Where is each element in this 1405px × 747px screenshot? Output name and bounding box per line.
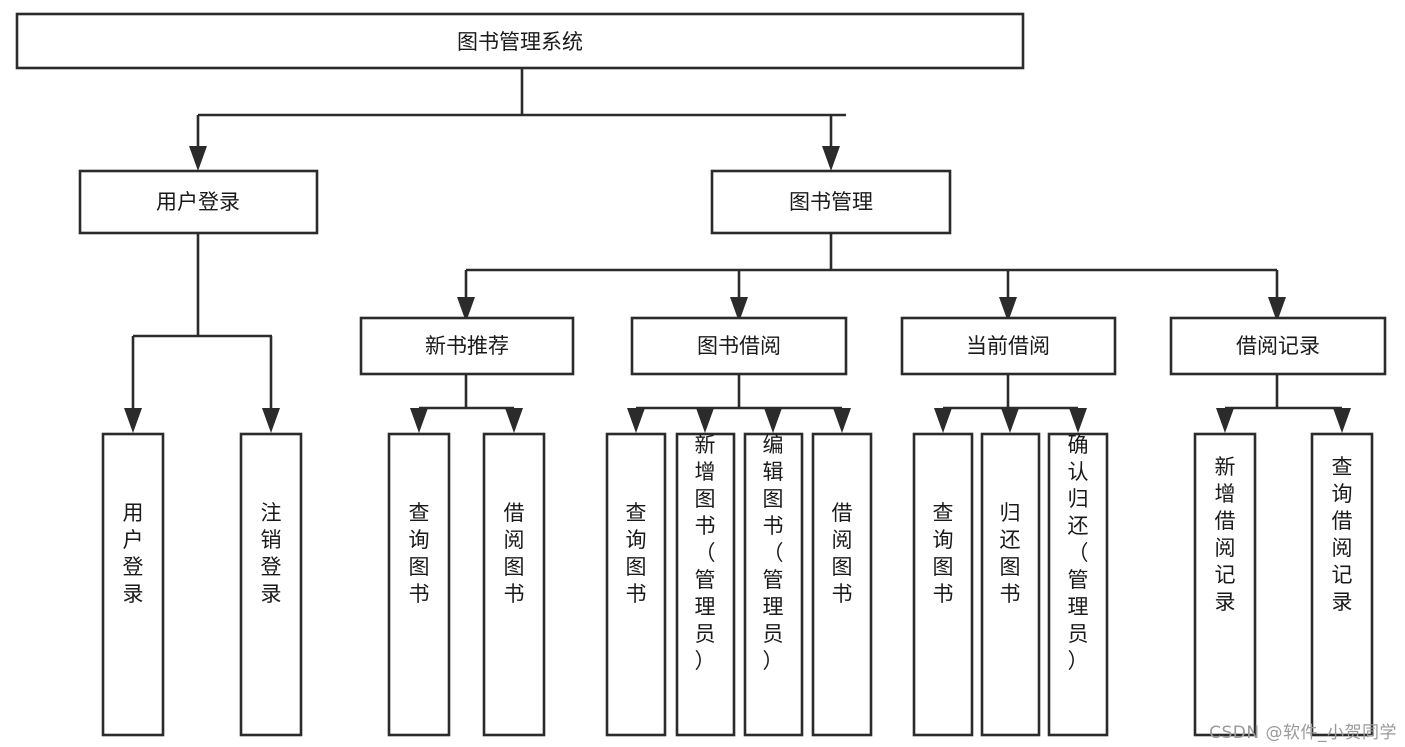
arrow-current-borrow-leaf2 [1001,408,1019,433]
arrow-book-manage-to-book-borrow [730,297,748,322]
arrow-new-book-leaf1 [410,408,428,433]
leaf-book-borrow-2-label: 编辑图书（管理员） [763,433,784,673]
node-new-book-recommend-box[interactable] [359,316,575,376]
node-new-book-recommend[interactable]: 新书推荐 [359,316,575,376]
connector-group-current-borrow [934,374,1087,433]
leaf-current-borrow-2-label: 确认归还（管理员） [1068,433,1089,673]
leaf-user-login-1-label: 注销登录 [261,501,282,606]
arrow-borrow-record-leaf2 [1333,408,1351,433]
leaf-book-borrow-3-box[interactable] [811,432,873,737]
leaf-current-borrow-2-box[interactable] [1047,432,1109,737]
leaf-user-login-0-box[interactable] [101,432,165,737]
leaf-book-borrow-2[interactable]: 编辑图书（管理员） [743,432,804,737]
node-book-manage[interactable]: 图书管理 [710,169,952,235]
arrow-book-borrow-leaf2 [696,408,714,433]
node-current-borrow[interactable]: 当前借阅 [900,316,1117,376]
node-current-borrow-box[interactable] [900,316,1117,376]
leaf-book-borrow-0-box[interactable] [605,432,667,737]
connector-group-root [189,68,846,171]
connector-group-book-borrow [627,374,851,433]
connector-group-new-book [410,374,523,433]
leaf-borrow-record-0-label: 新增借阅记录 [1215,455,1236,614]
leaf-current-borrow-2[interactable]: 确认归还（管理员） [1047,432,1109,737]
leaf-new-book-1[interactable]: 借阅图书 [482,432,546,737]
arrow-book-manage-to-current-borrow [999,297,1017,322]
arrow-root-to-user-login [189,146,207,171]
arrow-root-to-book-manage [822,146,840,171]
leaf-user-login-1-box[interactable] [239,432,303,737]
node-borrow-record[interactable]: 借阅记录 [1169,316,1387,376]
arrow-book-borrow-leaf1 [627,408,645,433]
leaf-new-book-0[interactable]: 查询图书 [387,432,451,737]
arrow-book-manage-to-new-book [457,297,475,322]
arrow-user-login-leaf2 [262,408,280,433]
leaf-book-borrow-0[interactable]: 查询图书 [605,432,667,737]
leaf-new-book-0-box[interactable] [387,432,451,737]
leaf-new-book-1-box[interactable] [482,432,546,737]
leaf-borrow-record-1-label: 查询借阅记录 [1332,455,1353,614]
leaf-book-borrow-3[interactable]: 借阅图书 [811,432,873,737]
leaf-book-borrow-0-label: 查询图书 [626,501,647,606]
leaf-book-borrow-1[interactable]: 新增图书（管理员） [675,432,736,737]
leaf-book-borrow-1-label: 新增图书（管理员） [695,433,716,673]
arrow-new-book-leaf2 [505,408,523,433]
node-new-book-recommend-label: 新书推荐 [425,334,509,358]
arrow-user-login-leaf1 [124,408,142,433]
leaf-new-book-0-label: 查询图书 [409,501,430,606]
node-borrow-record-box[interactable] [1169,316,1387,376]
node-borrow-record-label: 借阅记录 [1236,334,1320,358]
arrow-current-borrow-leaf1 [934,408,952,433]
node-root-system[interactable]: 图书管理系统 [15,12,1025,70]
leaf-borrow-record-1[interactable]: 查询借阅记录 [1310,432,1374,737]
node-user-login[interactable]: 用户登录 [78,169,319,235]
leaf-new-book-1-label: 借阅图书 [504,501,525,606]
leaf-current-borrow-0[interactable]: 查询图书 [912,432,974,737]
node-root-system-box[interactable] [15,12,1025,70]
leaf-borrow-record-0-box[interactable] [1193,432,1257,737]
arrow-book-borrow-leaf3 [764,408,782,433]
leaf-current-borrow-0-label: 查询图书 [933,501,954,606]
node-user-login-box[interactable] [78,169,319,235]
leaf-current-borrow-1[interactable]: 归还图书 [980,432,1041,737]
leaf-book-borrow-3-label: 借阅图书 [832,501,853,606]
csdn-watermark: CSDN @软件_小贺同学 [1209,723,1397,743]
node-book-manage-label: 图书管理 [789,190,873,214]
node-book-borrow-label: 图书借阅 [697,334,781,358]
arrow-book-borrow-leaf4 [833,408,851,433]
node-book-borrow[interactable]: 图书借阅 [630,316,848,376]
node-book-borrow-box[interactable] [630,316,848,376]
leaf-user-login-0-label: 用户登录 [123,501,144,606]
leaf-book-borrow-2-box[interactable] [743,432,804,737]
connector-group-borrow-record [1216,374,1351,433]
leaf-user-login-0[interactable]: 用户登录 [101,432,165,737]
node-current-borrow-label: 当前借阅 [966,334,1050,358]
leaf-user-login-1[interactable]: 注销登录 [239,432,303,737]
connector-group-user-login [124,233,280,433]
arrow-current-borrow-leaf3 [1069,408,1087,433]
node-book-manage-box[interactable] [710,169,952,235]
connector-group-book-manage [457,233,1286,322]
arrow-book-manage-to-borrow-record [1268,297,1286,322]
node-root-system-label: 图书管理系统 [457,30,583,54]
node-user-login-label: 用户登录 [156,190,240,214]
leaf-borrow-record-1-box[interactable] [1310,432,1374,737]
leaf-current-borrow-0-box[interactable] [912,432,974,737]
leaf-current-borrow-1-label: 归还图书 [1000,501,1021,606]
leaf-current-borrow-1-box[interactable] [980,432,1041,737]
leaf-book-borrow-1-box[interactable] [675,432,736,737]
arrow-borrow-record-leaf1 [1216,408,1234,433]
leaf-borrow-record-0[interactable]: 新增借阅记录 [1193,432,1257,737]
